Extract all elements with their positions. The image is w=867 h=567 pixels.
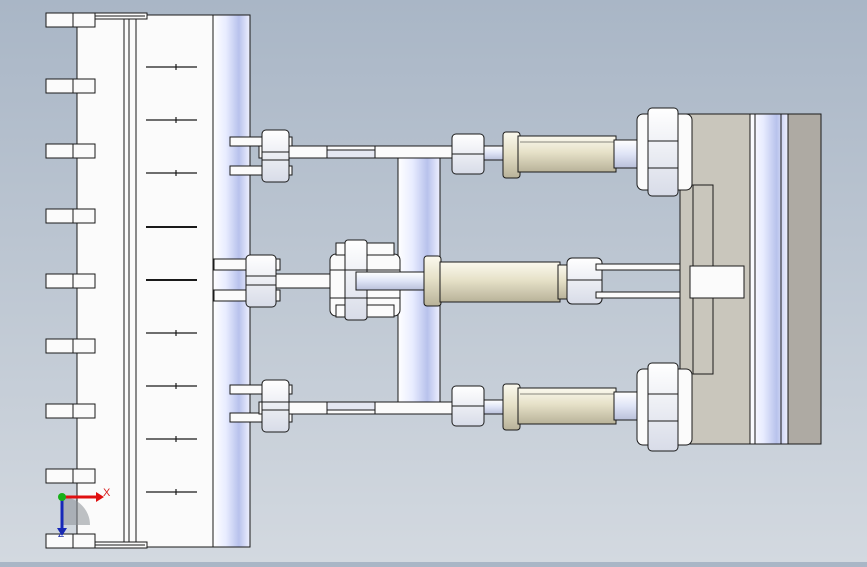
bucket-tooth [45, 143, 96, 159]
bucket-back-plate [212, 14, 251, 548]
lower-hydraulic-cylinder[interactable] [483, 383, 659, 431]
bucket-assembly[interactable] [45, 12, 251, 549]
upper-hydraulic-cylinder[interactable] [483, 131, 659, 179]
x-axis-label: X [103, 487, 111, 499]
center-link-bar [275, 273, 339, 289]
lower-cylinder-barrel [517, 387, 617, 425]
lower-link-arm[interactable] [229, 379, 485, 433]
lower-pin-boss [261, 379, 290, 433]
upper-clevis-plate [229, 165, 293, 176]
bucket-tooth [45, 403, 96, 419]
bucket-tooth [45, 78, 96, 94]
upper-cylinder-barrel [517, 135, 617, 173]
center-hydraulic-cylinder[interactable] [355, 255, 709, 307]
z-axis-label: Z [58, 529, 65, 540]
frame-tube [749, 113, 789, 445]
frame-center-lug [689, 265, 745, 299]
upper-pin-boss [261, 129, 290, 183]
upper-link-arm[interactable] [229, 129, 485, 183]
lower-clevis-plate [229, 384, 293, 395]
bucket-tooth [45, 273, 96, 289]
bucket-ribs [146, 64, 197, 495]
center-cylinder-rod [355, 271, 429, 291]
center-cylinder-barrel [439, 261, 561, 303]
bucket-tooth [45, 12, 96, 28]
bucket-tooth [45, 208, 96, 224]
triad-shade-icon [62, 497, 90, 525]
center-pin-boss [245, 254, 277, 308]
bucket-tooth [45, 338, 96, 354]
bucket-tooth [45, 468, 96, 484]
center-cylinder-end-lug [566, 257, 603, 305]
rear-mount-frame[interactable] [636, 107, 822, 452]
axis-triad [57, 492, 104, 536]
bucket-tooth [45, 533, 96, 549]
bucket-teeth [45, 12, 96, 549]
y-axis-origin-icon [58, 493, 66, 501]
